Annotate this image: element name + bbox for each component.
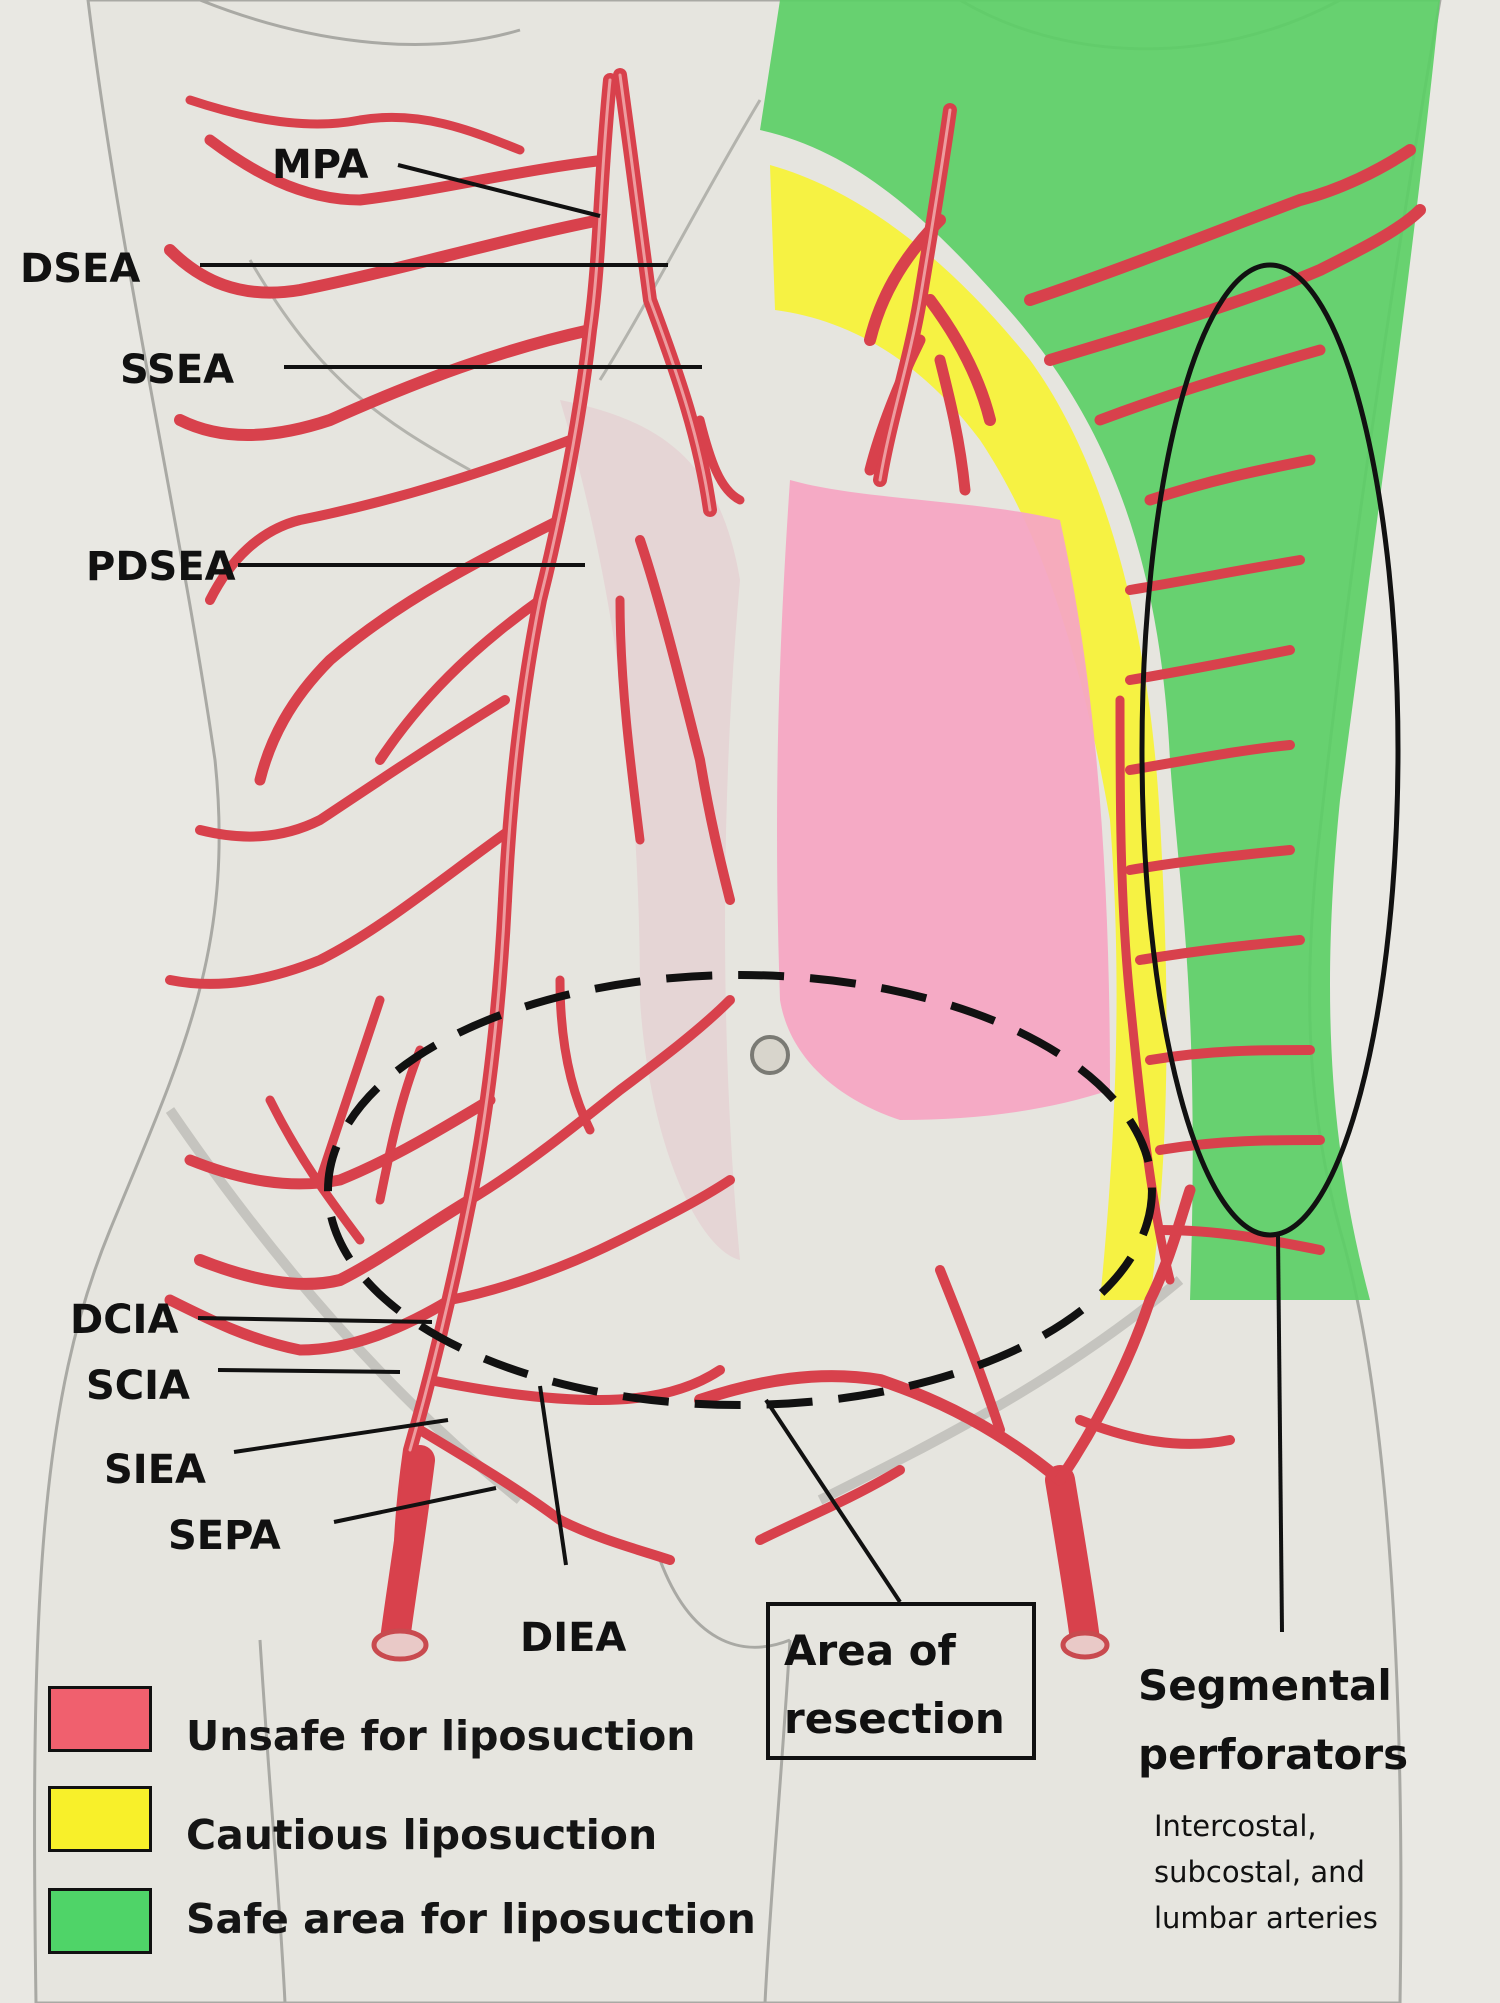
segmental-title-line2: perforators	[1138, 1730, 1409, 1779]
legend-label-cautious: Cautious liposuction	[186, 1811, 658, 1859]
label-pdsea: PDSEA	[86, 544, 236, 590]
label-scia: SCIA	[86, 1363, 191, 1409]
segmental-perforators-outline	[1139, 262, 1401, 1238]
label-dcia: DCIA	[70, 1297, 179, 1343]
segmental-title-line1: Segmental	[1138, 1661, 1392, 1710]
legend-label-safe: Safe area for liposuction	[186, 1895, 756, 1943]
legend-label-unsafe: Unsafe for liposuction	[186, 1712, 696, 1760]
label-siea: SIEA	[104, 1447, 206, 1493]
umbilicus	[750, 1035, 790, 1075]
resection-area-outline	[324, 971, 1156, 1409]
label-sepa: SEPA	[168, 1513, 281, 1559]
unsafe-zone-muscle	[777, 480, 1110, 1120]
resection-label-line2: resection	[784, 1694, 1005, 1743]
legend-swatch-unsafe	[48, 1686, 152, 1752]
caution-zone	[770, 165, 1167, 1300]
resection-label-line1: Area of	[784, 1626, 956, 1675]
legend-swatch-safe	[48, 1888, 152, 1954]
segmental-sub-line3: lumbar arteries	[1154, 1901, 1378, 1935]
segmental-sub-line1: Intercostal,	[1154, 1809, 1317, 1843]
leader-lines	[197, 163, 1284, 1633]
label-ssea: SSEA	[120, 347, 235, 393]
label-dsea: DSEA	[20, 246, 141, 292]
safe-zone	[760, 0, 1440, 1300]
label-mpa: MPA	[272, 142, 369, 188]
segmental-sub-line2: subcostal, and	[1154, 1855, 1365, 1889]
legend-swatch-cautious	[48, 1786, 152, 1852]
label-diea: DIEA	[520, 1615, 627, 1661]
resection-label-box	[766, 1602, 1036, 1760]
